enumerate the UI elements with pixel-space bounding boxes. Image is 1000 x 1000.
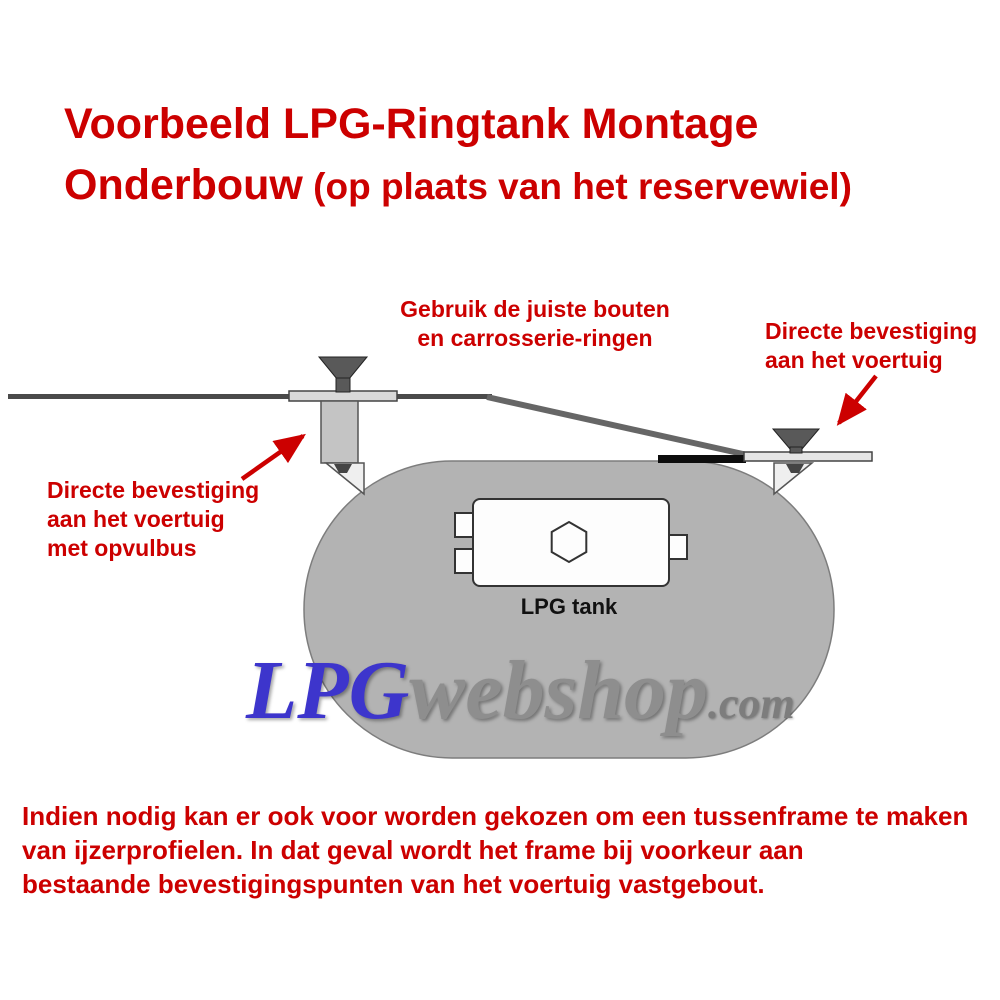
annotation-direct-left-line-2: aan het voertuig — [47, 506, 225, 532]
title-line-2-sub: (op plaats van het reservewiel) — [302, 166, 852, 207]
title-line-2: Onderbouw (op plaats van het reservewiel… — [64, 155, 852, 217]
annotation-direct-right: Directe bevestiging aan het voertuig — [765, 317, 977, 375]
countersunk-bolt-left-icon — [317, 356, 369, 393]
annotation-bolts-line-2: en carrosserie-ringen — [417, 325, 653, 351]
lpg-tank-shape — [303, 460, 835, 759]
multivalve-plate — [454, 498, 688, 587]
hex-bolt-icon — [550, 520, 588, 564]
annotation-direct-right-line-2: aan het voertuig — [765, 347, 943, 373]
page-title: Voorbeeld LPG-Ringtank Montage Onderbouw… — [64, 94, 852, 217]
footer-line-2: van ijzerprofielen. In dat geval wordt h… — [22, 835, 804, 865]
arrow-left-icon — [240, 433, 306, 481]
spacer-bush — [320, 400, 359, 464]
tank-bracket-left — [323, 462, 365, 496]
annotation-direct-left-line-3: met opvulbus — [47, 535, 197, 561]
tank-label: LPG tank — [521, 594, 618, 619]
footer-line-1: Indien nodig kan er ook voor worden geko… — [22, 801, 969, 831]
right-mount-strip — [658, 455, 746, 463]
countersunk-bolt-right-icon — [771, 428, 821, 454]
watermark-com: .com — [708, 679, 795, 728]
annotation-direct-left: Directe bevestiging aan het voertuig met… — [47, 476, 259, 563]
tank-bracket-right — [773, 462, 815, 496]
annotation-bolts: Gebruik de juiste bouten en carrosserie-… — [380, 295, 690, 353]
annotation-bolts-line-1: Gebruik de juiste bouten — [400, 296, 670, 322]
vehicle-floor-left — [8, 394, 492, 399]
title-line-2-main: Onderbouw — [64, 161, 303, 209]
annotation-direct-left-line-1: Directe bevestiging — [47, 477, 260, 503]
arrow-right-icon — [836, 374, 878, 426]
watermark-lpg: LPG — [246, 644, 410, 737]
annotation-direct-right-line-1: Directe bevestiging — [765, 318, 978, 344]
footer-note: Indien nodig kan er ook voor worden geko… — [22, 799, 968, 901]
watermark-webshop: webshop — [409, 644, 709, 737]
right-mount-plate — [743, 451, 873, 462]
diagonal-bracket — [486, 394, 753, 459]
footer-line-3: bestaande bevestigingspunten van het voe… — [22, 869, 765, 899]
watermark-logo: LPGwebshop.com — [246, 642, 795, 739]
title-line-1: Voorbeeld LPG-Ringtank Montage — [64, 100, 759, 148]
